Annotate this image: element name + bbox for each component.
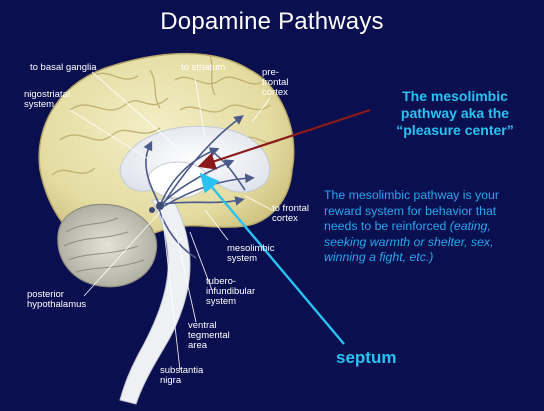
label-nigostriatal-system: nigostriatal system (24, 89, 70, 110)
septum-callout: septum (336, 348, 397, 367)
thalamus (147, 161, 209, 199)
label-leader-lines (69, 71, 273, 371)
description-examples: (eating, seeking warmth or shelter, sex,… (324, 219, 494, 264)
label-prefrontal-cortex: pre- frontal cortex (262, 67, 289, 98)
label-posterior-hypothalamus: posterior hypothalamus (27, 289, 87, 310)
mesolimbic-pathway-callout: The mesolimbic pathway aka the “pleasure… (396, 88, 514, 138)
substantia-nigra-node (149, 207, 155, 213)
label-tuberoinfundibular-system: tubero- infundibular system (206, 276, 256, 307)
label-mesolimbic-system: mesolimbic system (227, 243, 275, 264)
mesolimbic-description: The mesolimbic pathway is your reward sy… (324, 188, 530, 266)
description-text: The mesolimbic pathway is your reward sy… (324, 188, 499, 233)
brainstem (119, 197, 191, 405)
cerebellum-folia (63, 217, 145, 273)
label-ventral-tegmental-area: ventral tegmental area (188, 320, 230, 351)
label-to-striatum: to striatum (181, 62, 226, 73)
ventral-tegmental-node (156, 202, 164, 210)
mesolimbic-red-arrow (197, 108, 371, 170)
septum-blue-arrow (199, 172, 345, 345)
label-to-basal-ganglia: to basal ganglia (30, 62, 97, 73)
slide-title: Dopamine Pathways (160, 8, 384, 35)
label-to-frontal-cortex: to frontal cortex (272, 203, 309, 224)
label-substantia-nigra: substantia nigra (160, 365, 204, 386)
cerebellum (57, 203, 158, 288)
